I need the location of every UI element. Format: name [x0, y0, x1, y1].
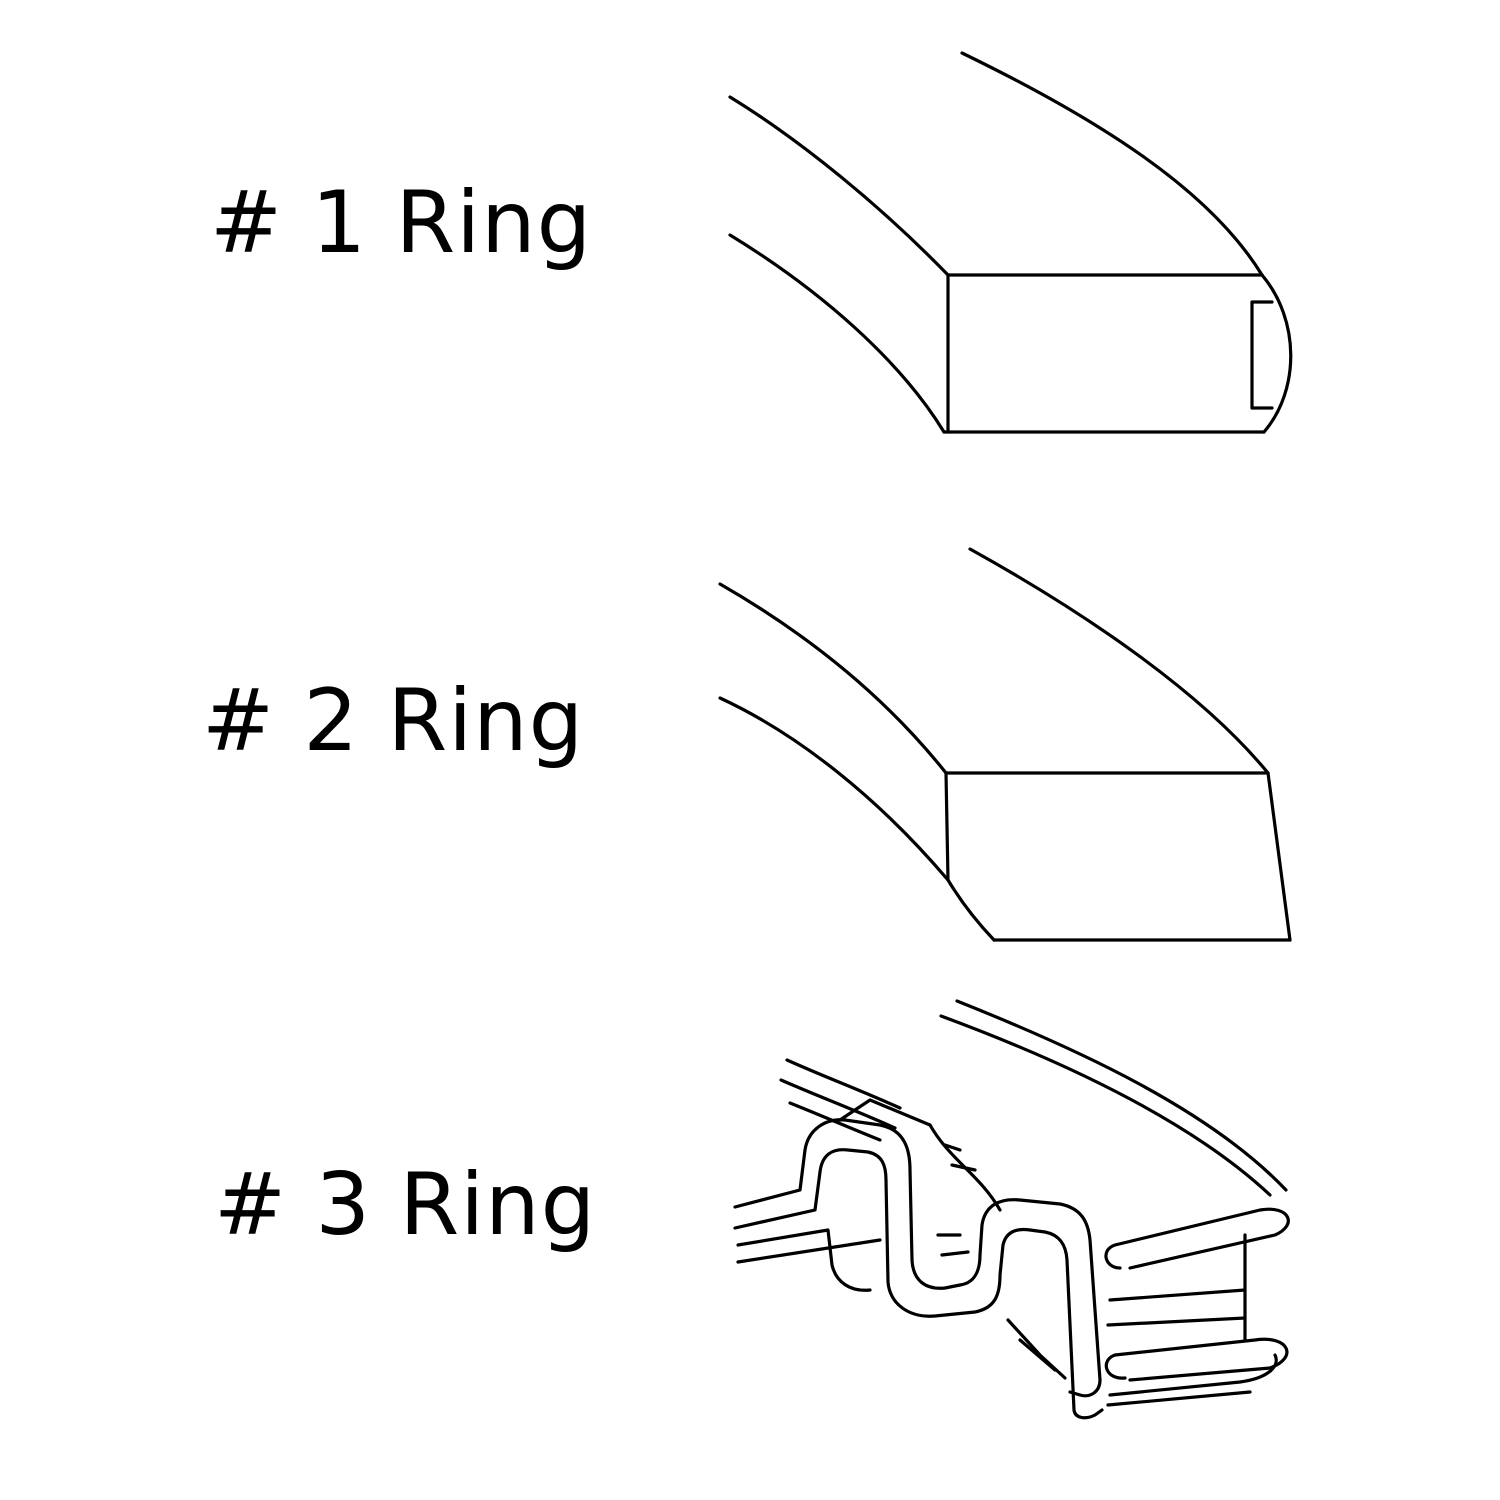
ring-3-label: # 3 Ring — [214, 1155, 597, 1255]
ring-1-label: # 1 Ring — [210, 173, 593, 273]
ring-2-label: # 2 Ring — [202, 671, 585, 771]
